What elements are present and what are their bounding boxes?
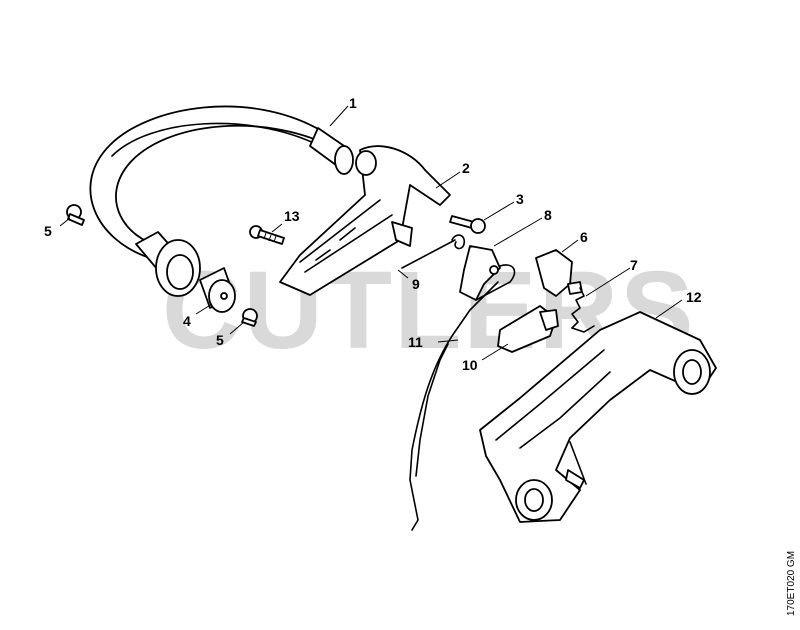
- part-handle-clamp: [279, 145, 451, 296]
- callout-2: 2: [462, 160, 470, 176]
- part-screw-3: [449, 215, 486, 234]
- callout-5-left: 5: [44, 223, 52, 239]
- callout-10: 10: [462, 357, 478, 373]
- callout-12: 12: [686, 289, 702, 305]
- callout-6: 6: [580, 229, 588, 245]
- part-screw-bottom: [241, 308, 258, 327]
- callout-13: 13: [284, 208, 300, 224]
- part-screw-13: [249, 225, 285, 245]
- leader-lines: [59, 105, 683, 361]
- part-screw-left: [66, 204, 85, 226]
- callout-1: 1: [349, 95, 357, 111]
- part-bushing: [199, 267, 236, 313]
- part-spring-lever: [401, 234, 516, 301]
- callout-8: 8: [544, 207, 552, 223]
- callout-7: 7: [630, 257, 638, 273]
- reference-code: 170ET020 GM: [786, 551, 797, 616]
- part-catch: [535, 249, 583, 297]
- part-loop-handle: [89, 105, 354, 297]
- callout-5-bottom: 5: [216, 332, 224, 348]
- callout-3: 3: [516, 191, 524, 207]
- callout-11: 11: [408, 334, 423, 350]
- part-spring-7: [571, 287, 595, 333]
- part-rear-handle: [479, 311, 717, 523]
- part-throttle-rod: [409, 281, 499, 531]
- part-slide: [497, 305, 559, 353]
- callout-9: 9: [412, 276, 420, 292]
- callout-4: 4: [183, 313, 191, 329]
